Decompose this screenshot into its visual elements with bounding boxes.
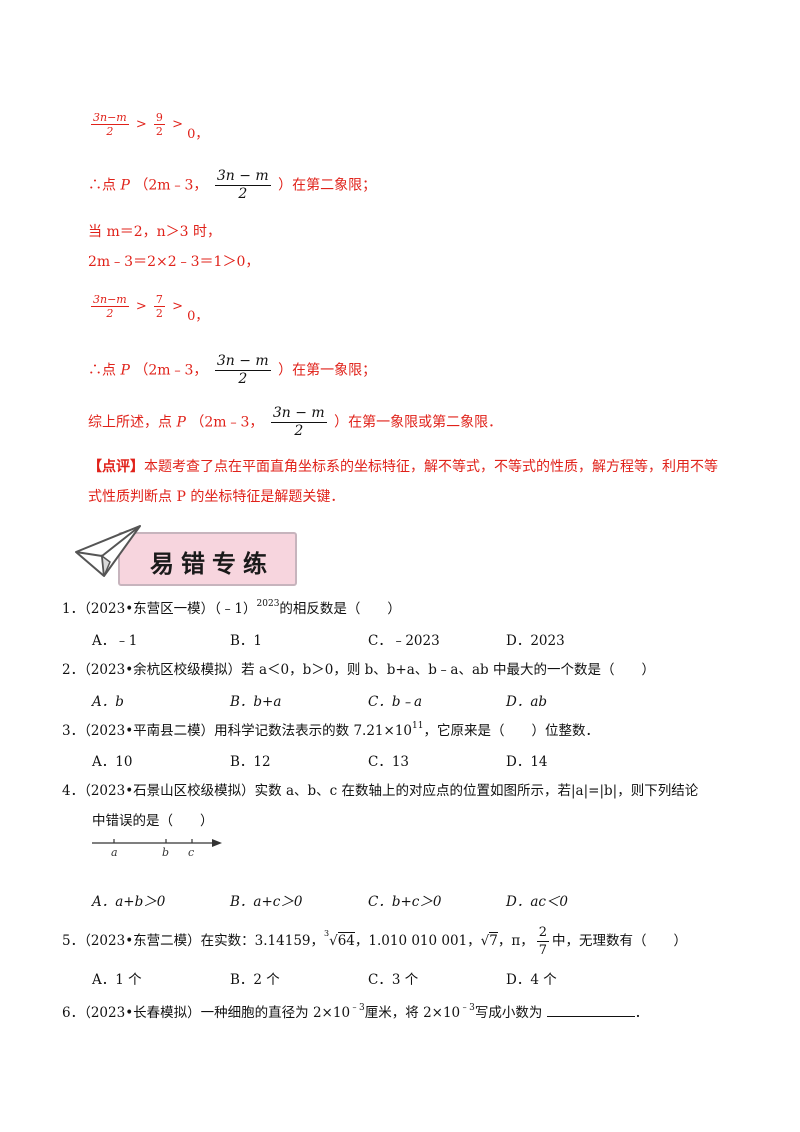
comment-line-1: 【点评】本题考查了点在平面直角坐标系的坐标特征，解不等式，不等式的性质，解方程等…: [88, 459, 718, 475]
axis-label-c: c: [188, 846, 194, 859]
answer-blank[interactable]: [546, 1004, 635, 1017]
comment-tag: 【点评】: [88, 459, 144, 475]
section-title: 易错专练: [150, 550, 274, 578]
question-3-option-c[interactable]: C．13: [368, 754, 410, 770]
question-5-option-b[interactable]: B．2 个: [230, 972, 280, 988]
question-1-option-a[interactable]: A．﹣1: [92, 633, 138, 649]
axis-label-b: b: [162, 846, 169, 859]
question-4-option-d[interactable]: D．ac＜0: [506, 894, 569, 910]
section-banner: [118, 532, 297, 586]
question-2-option-d[interactable]: D．ab: [506, 694, 548, 710]
question-3-option-b[interactable]: B．12: [230, 754, 271, 770]
fraction-3n-minus-m-over-2: 3n−m 2: [91, 293, 129, 320]
question-4-option-b[interactable]: B．a+c＞0: [230, 894, 303, 910]
question-1-option-b[interactable]: B．1: [230, 633, 263, 649]
question-6: 6．（2023•长春模拟）一种细胞的直径为 2×10﹣3厘米，将 2×10﹣3写…: [62, 1003, 649, 1021]
question-2-option-c[interactable]: C．b﹣a: [368, 694, 423, 710]
comment-line-2: 式性质判断点 P 的坐标特征是解题关键．: [88, 489, 345, 505]
solution-line-5: 3n−m 2 > 7 2 > 0，: [91, 293, 209, 324]
fraction-3n-minus-m-over-2: 3n − m 2: [214, 168, 271, 202]
fraction-7-over-2: 7 2: [153, 293, 165, 320]
solution-summary: 综上所述，点 P （2m﹣3， 3n − m 2 ）在第一象限或第二象限．: [88, 405, 503, 439]
question-2-option-a[interactable]: A．b: [92, 694, 124, 710]
question-2-option-b[interactable]: B．b+a: [230, 694, 282, 710]
solution-line-6: ∴点 P （2m﹣3， 3n − m 2 ）在第一象限；: [88, 353, 377, 387]
solution-line-1: 3n−m 2 > 9 2 > 0，: [91, 111, 209, 142]
paper-plane-icon: [75, 525, 141, 577]
question-4: 4．（2023•石景山区校级模拟）实数 a、b、c 在数轴上的对应点的位置如图所…: [62, 783, 699, 799]
solution-line-4: 2m﹣3＝2×2﹣3＝1＞0，: [88, 254, 260, 270]
question-1-option-c[interactable]: C．﹣2023: [368, 633, 440, 649]
question-3-option-d[interactable]: D．14: [506, 754, 548, 770]
fraction-3n-minus-m-over-2: 3n − m 2: [214, 353, 271, 387]
fraction-3n-minus-m-over-2: 3n−m 2: [91, 111, 129, 138]
question-1-option-d[interactable]: D．2023: [506, 633, 565, 649]
fraction-9-over-2: 9 2: [153, 111, 165, 138]
question-1: 1．（2023•东营区一模）（﹣1）2023的相反数是（ ）: [62, 599, 401, 617]
question-5-option-a[interactable]: A．1 个: [92, 972, 142, 988]
question-4-option-a[interactable]: A．a+b＞0: [92, 894, 166, 910]
question-4-option-c[interactable]: C．b+c＞0: [368, 894, 442, 910]
question-5: 5．（2023•东营二模）在实数：3.14159，3√64，1.010 010 …: [62, 925, 688, 958]
question-5-option-c[interactable]: C．3 个: [368, 972, 419, 988]
cube-root-symbol: 3√64: [324, 929, 355, 949]
question-2: 2．（2023•余杭区校级模拟）若 a＜0，b＞0，则 b、b+a、b﹣a、ab…: [62, 662, 655, 678]
solution-line-2: ∴点 P （2m﹣3， 3n − m 2 ）在第二象限；: [88, 168, 377, 202]
question-4-line-2: 中错误的是（ ）: [92, 813, 214, 829]
question-5-option-d[interactable]: D．4 个: [506, 972, 557, 988]
number-line-figure: a b c: [92, 839, 222, 859]
number-line-arrow: [212, 839, 222, 847]
fraction-3n-minus-m-over-2: 3n − m 2: [270, 405, 327, 439]
square-root-symbol: √7: [480, 932, 498, 949]
solution-line-3: 当 m＝2，n＞3 时，: [88, 224, 222, 240]
axis-label-a: a: [111, 846, 118, 859]
question-3: 3．（2023•平南县二模）用科学记数法表示的数 7.21×1011，它原来是（…: [62, 721, 599, 739]
question-3-option-a[interactable]: A．10: [92, 754, 133, 770]
